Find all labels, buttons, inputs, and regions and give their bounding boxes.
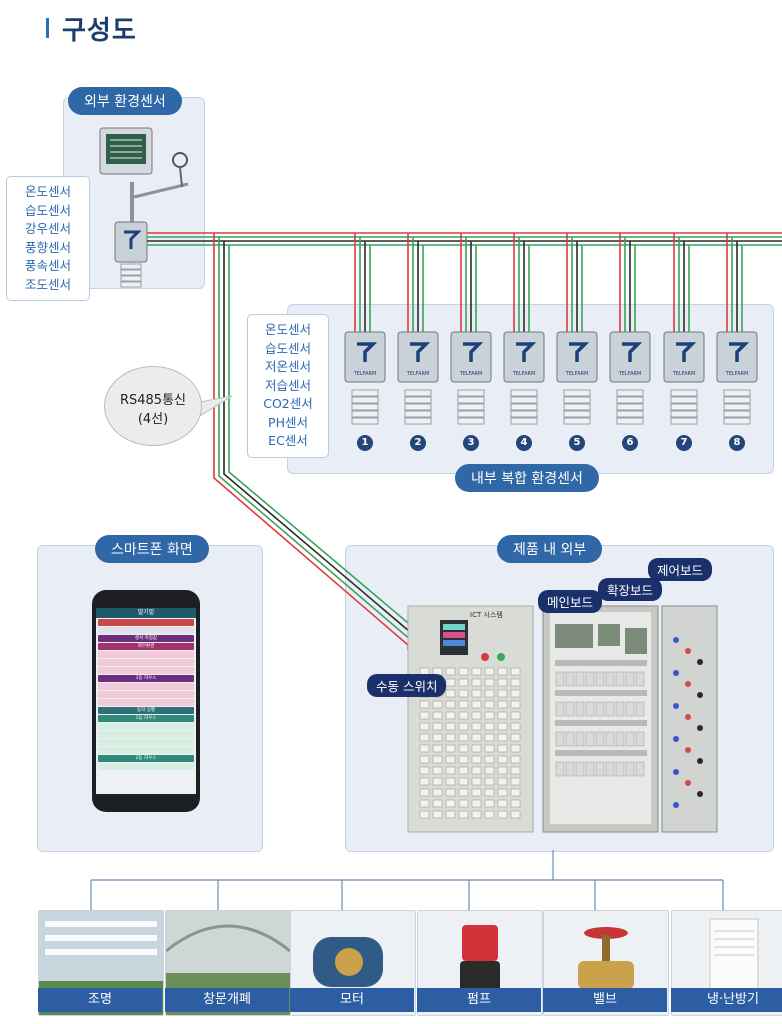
sensor-item: 강우센서 <box>24 221 71 236</box>
screen-section: 1동 하우스 <box>98 675 194 682</box>
brand-text: TELFARM <box>459 371 483 377</box>
rs485-line2: (4선) <box>137 412 169 427</box>
smartphone-label: 스마트폰 화면 <box>95 535 209 563</box>
device-label: 모터 <box>290 988 414 1012</box>
device-label: 조명 <box>38 988 162 1012</box>
sensor-number-badge: 6 <box>622 435 638 451</box>
internal-sensor-unit: TELFARM <box>663 331 705 425</box>
internal-sensor-unit: TELFARM <box>344 331 386 425</box>
sensor-number-badge: 7 <box>676 435 692 451</box>
sensor-number-badge: 3 <box>463 435 479 451</box>
internal-sensor-unit: TELFARM <box>450 331 492 425</box>
control-panel-front-drawing <box>407 605 534 833</box>
rs485-line1: RS485통신 <box>119 393 187 408</box>
device-label: 창문개폐 <box>165 988 289 1012</box>
sensor-number-badge: 1 <box>357 435 373 451</box>
screen-section: 동작 상황 <box>98 707 194 714</box>
internal-sensor-unit: TELFARM <box>609 331 651 425</box>
control-panel-inside-drawing <box>542 605 718 833</box>
screen-section: 센서 측정값 <box>98 635 194 642</box>
device-label: 밸브 <box>543 988 667 1012</box>
internal-sensor-unit: TELFARM <box>503 331 545 425</box>
brand-text: TELFARM <box>406 371 430 377</box>
sensor-number-badge: 5 <box>569 435 585 451</box>
app-title: 딸기밭 <box>96 608 196 618</box>
smartphone-screen: 딸기밭 센서 측정값 외부환경 1동 하우스 동작 상황 1동 하우스 2동 하… <box>96 608 196 794</box>
sensor-item: EC센서 <box>268 433 308 448</box>
ext-board-tag: 확장보드 <box>598 578 663 601</box>
brand-text: TELFARM <box>353 371 377 377</box>
sensor-item: PH센서 <box>268 414 308 430</box>
internal-sensor-unit: TELFARM <box>397 331 439 425</box>
main-board-tag: 메인보드 <box>538 590 603 613</box>
product-label: 제품 내 외부 <box>497 535 603 563</box>
device-label: 펌프 <box>417 988 541 1012</box>
ict-panel-title: ICT 시스템 <box>470 611 503 619</box>
sensor-item: 저온센서 <box>264 359 311 374</box>
internal-sensor-unit: TELFARM <box>556 331 598 425</box>
manual-switch-tag: 수동 스위치 <box>367 674 447 697</box>
sensor-item: 저습센서 <box>264 377 311 393</box>
sensor-item: 풍향센서 <box>24 239 71 255</box>
screen-section: 외부환경 <box>98 643 194 650</box>
sensor-item: CO2센서 <box>263 396 313 411</box>
internal-sensor-unit: TELFARM <box>716 331 758 425</box>
sensor-item: 습도센서 <box>24 202 71 218</box>
sensor-item: 풍속센서 <box>24 258 71 273</box>
title-accent-bar <box>46 18 49 38</box>
brand-text: TELFARM <box>512 371 536 377</box>
page-title: 구성도 <box>62 16 137 46</box>
brand-text: TELFARM <box>618 371 642 377</box>
brand-text: TELFARM <box>725 371 749 377</box>
internal-sensor-list: 온도센서 습도센서 저온센서 저습센서 CO2센서 PH센서 EC센서 <box>247 314 329 458</box>
screen-section: 1동 하우스 <box>98 715 194 722</box>
screen-section: 2동 하우스 <box>98 755 194 762</box>
sensor-item: 조도센서 <box>24 276 71 292</box>
internal-sensor-label: 내부 복합 환경센서 <box>455 464 599 492</box>
external-sensor-label: 외부 환경센서 <box>68 87 182 115</box>
sensor-number-badge: 2 <box>410 435 426 451</box>
ctrl-board-tag: 제어보드 <box>648 558 713 581</box>
weather-station-drawing <box>99 127 189 288</box>
brand-text: TELFARM <box>672 371 696 377</box>
sensor-number-badge: 8 <box>729 435 745 451</box>
brand-text: TELFARM <box>565 371 589 377</box>
device-label: 냉·난방기 <box>671 988 782 1012</box>
external-sensor-list: 온도센서 습도센서 강우센서 풍향센서 풍속센서 조도센서 <box>6 176 90 301</box>
rs485-callout: RS485통신 (4선) <box>104 366 202 446</box>
smartphone-device: 딸기밭 센서 측정값 외부환경 1동 하우스 동작 상황 1동 하우스 2동 하… <box>92 590 200 812</box>
sensor-number-badge: 4 <box>516 435 532 451</box>
sensor-item: 습도센서 <box>264 340 311 356</box>
sensor-item: 온도센서 <box>24 184 71 199</box>
sensor-item: 온도센서 <box>264 322 311 337</box>
